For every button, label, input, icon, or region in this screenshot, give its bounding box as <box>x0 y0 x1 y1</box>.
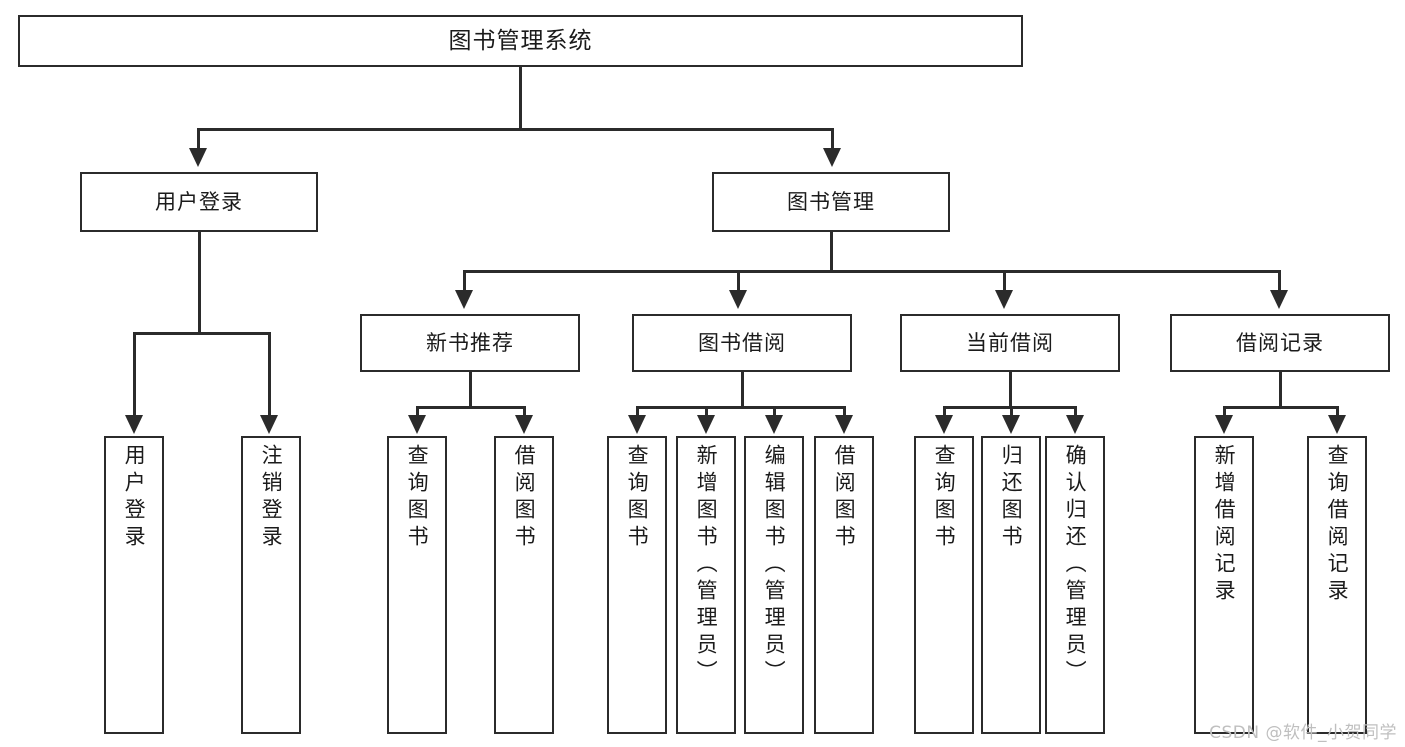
arrowhead-leaf-7 <box>765 415 783 434</box>
node-label: 借阅记录 <box>1236 330 1324 355</box>
node-label: 图书管理系统 <box>448 27 593 54</box>
leaf-label: 查询图书 <box>405 444 430 552</box>
arrowhead-to-current-borrow <box>995 290 1013 309</box>
connector-userlogin-bus <box>133 332 271 335</box>
leaf-node-logout[interactable]: 注销登录 <box>241 436 301 734</box>
connector-bookborrow-bus <box>636 406 846 409</box>
node-book-borrow[interactable]: 图书借阅 <box>632 314 852 372</box>
arrowhead-leaf-6 <box>697 415 715 434</box>
leaf-node-add-book-admin[interactable]: 新增图书（管理员） <box>676 436 736 734</box>
arrowhead-leaf-12 <box>1215 415 1233 434</box>
arrowhead-leaf-13 <box>1328 415 1346 434</box>
node-book-management[interactable]: 图书管理 <box>712 172 950 232</box>
leaf-label: 归还图书 <box>999 444 1024 552</box>
leaf-label: 注销登录 <box>259 444 284 552</box>
leaf-node-add-borrow-record[interactable]: 新增借阅记录 <box>1194 436 1254 734</box>
arrowhead-leaf-1 <box>125 415 143 434</box>
connector-newbook-stem <box>469 372 472 408</box>
connector-bookmgmt-stem <box>830 232 833 272</box>
leaf-label: 新增借阅记录 <box>1212 444 1237 606</box>
node-new-book-recommend[interactable]: 新书推荐 <box>360 314 580 372</box>
connector-newbook-drop-2 <box>523 406 526 418</box>
connector-root-stem <box>519 67 522 130</box>
arrowhead-to-user-login <box>189 148 207 167</box>
node-label: 图书借阅 <box>698 330 786 355</box>
leaf-node-query-borrow-record[interactable]: 查询借阅记录 <box>1307 436 1367 734</box>
node-borrow-record[interactable]: 借阅记录 <box>1170 314 1390 372</box>
arrowhead-to-borrow-record <box>1270 290 1288 309</box>
arrowhead-leaf-4 <box>515 415 533 434</box>
connector-userlogin-stem <box>198 232 201 334</box>
arrowhead-to-new-book-rec <box>455 290 473 309</box>
connector-borrowrecord-bus <box>1223 406 1339 409</box>
connector-bookmgmt-drop-4 <box>1278 270 1281 292</box>
connector-root-drop-1 <box>197 128 200 150</box>
connector-bookborrow-drop-4 <box>843 406 846 418</box>
connector-bookborrow-drop-1 <box>636 406 639 418</box>
connector-currentborrow-stem <box>1009 372 1012 408</box>
connector-bookmgmt-drop-2 <box>737 270 740 292</box>
connector-bookmgmt-bus <box>463 270 1281 273</box>
leaf-label: 用户登录 <box>122 444 147 552</box>
arrowhead-leaf-10 <box>1002 415 1020 434</box>
node-label: 用户登录 <box>155 189 243 214</box>
leaf-label: 借阅图书 <box>832 444 857 552</box>
node-current-borrow[interactable]: 当前借阅 <box>900 314 1120 372</box>
connector-borrowrecord-drop-2 <box>1336 406 1339 418</box>
connector-bookborrow-drop-2 <box>705 406 708 418</box>
leaf-node-user-login[interactable]: 用户登录 <box>104 436 164 734</box>
leaf-label: 新增图书（管理员） <box>694 444 719 687</box>
connector-currentborrow-drop-2 <box>1010 406 1013 418</box>
leaf-node-borrow-book-new[interactable]: 借阅图书 <box>494 436 554 734</box>
connector-currentborrow-drop-3 <box>1074 406 1077 418</box>
connector-userlogin-drop-1 <box>133 332 136 417</box>
connector-bookmgmt-drop-3 <box>1003 270 1006 292</box>
arrowhead-leaf-5 <box>628 415 646 434</box>
connector-currentborrow-drop-1 <box>943 406 946 418</box>
arrowhead-leaf-9 <box>935 415 953 434</box>
node-label: 图书管理 <box>787 189 875 214</box>
connector-newbook-drop-1 <box>416 406 419 418</box>
connector-root-bus <box>197 128 834 131</box>
node-user-login[interactable]: 用户登录 <box>80 172 318 232</box>
leaf-node-edit-book-admin[interactable]: 编辑图书（管理员） <box>744 436 804 734</box>
arrowhead-to-book-borrow <box>729 290 747 309</box>
node-label: 新书推荐 <box>426 330 514 355</box>
connector-bookborrow-stem <box>741 372 744 408</box>
leaf-node-borrow-book[interactable]: 借阅图书 <box>814 436 874 734</box>
arrowhead-to-book-mgmt <box>823 148 841 167</box>
leaf-node-query-book-new[interactable]: 查询图书 <box>387 436 447 734</box>
leaf-label: 查询图书 <box>625 444 650 552</box>
leaf-label: 借阅图书 <box>512 444 537 552</box>
leaf-label: 确认归还（管理员） <box>1063 444 1088 687</box>
connector-bookmgmt-drop-1 <box>463 270 466 292</box>
connector-userlogin-drop-2 <box>268 332 271 417</box>
arrowhead-leaf-11 <box>1066 415 1084 434</box>
leaf-node-query-book-borrow[interactable]: 查询图书 <box>607 436 667 734</box>
connector-borrowrecord-stem <box>1279 372 1282 408</box>
arrowhead-leaf-8 <box>835 415 853 434</box>
leaf-node-query-book-current[interactable]: 查询图书 <box>914 436 974 734</box>
node-label: 当前借阅 <box>966 330 1054 355</box>
connector-root-drop-2 <box>831 128 834 150</box>
connector-newbook-bus <box>416 406 526 409</box>
leaf-node-return-book[interactable]: 归还图书 <box>981 436 1041 734</box>
arrowhead-leaf-3 <box>408 415 426 434</box>
connector-borrowrecord-drop-1 <box>1223 406 1226 418</box>
node-root-system[interactable]: 图书管理系统 <box>18 15 1023 67</box>
leaf-label: 查询借阅记录 <box>1325 444 1350 606</box>
leaf-label: 查询图书 <box>932 444 957 552</box>
arrowhead-leaf-2 <box>260 415 278 434</box>
connector-bookborrow-drop-3 <box>773 406 776 418</box>
leaf-node-confirm-return-admin[interactable]: 确认归还（管理员） <box>1045 436 1105 734</box>
csdn-watermark: CSDN @软件_小贺同学 <box>1209 723 1397 743</box>
leaf-label: 编辑图书（管理员） <box>762 444 787 687</box>
